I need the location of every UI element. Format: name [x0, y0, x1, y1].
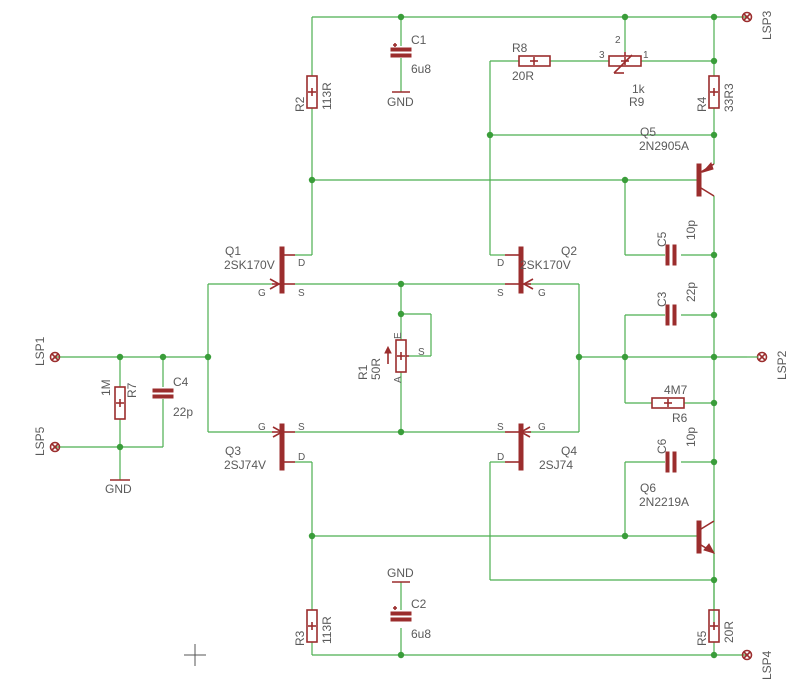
c4-value: 22p — [173, 405, 193, 419]
capacitor-c2[interactable]: C2 6u8 GND — [387, 566, 431, 641]
q1-value: 2SK170V — [224, 258, 275, 272]
c3-ref: C3 — [655, 291, 669, 307]
resistor-r5[interactable]: R5 20R — [695, 609, 736, 646]
r5-value: 20R — [722, 621, 736, 643]
r6-value: 4M7 — [664, 383, 688, 397]
r3-value: 113R — [320, 616, 334, 644]
port-lsp5-label: LSP5 — [33, 426, 47, 456]
q6-ref: Q6 — [640, 481, 656, 495]
r7-value: 1M — [99, 379, 113, 396]
q4-ref: Q4 — [561, 444, 577, 458]
bjt-q6[interactable]: Q6 2N2219A — [639, 481, 716, 554]
port-lsp4-label: LSP4 — [760, 650, 774, 680]
c4-ref: C4 — [173, 375, 189, 389]
r1-ref: R1 — [356, 364, 370, 380]
r1-pin-s: S — [418, 347, 425, 358]
c3-value: 22p — [684, 282, 698, 302]
r4-ref: R4 — [695, 96, 709, 112]
jfet-q2[interactable]: Q2 2SK170V D S G — [497, 244, 577, 299]
q1-pin-s: S — [298, 288, 305, 299]
c6-ref: C6 — [655, 438, 669, 454]
q3-ref: Q3 — [225, 444, 241, 458]
port-lsp3-label: LSP3 — [760, 10, 774, 40]
port-lsp2-label: LSP2 — [775, 350, 789, 380]
capacitor-c3[interactable]: C3 22p — [655, 282, 698, 326]
jfet-q3[interactable]: Q3 2SJ74V S D G — [224, 422, 305, 472]
q3-pin-s: S — [298, 422, 305, 433]
r7-ref: R7 — [125, 382, 139, 398]
c5-ref: C5 — [655, 231, 669, 247]
q3-value: 2SJ74V — [224, 458, 266, 472]
r8-value: 20R — [512, 69, 534, 83]
bjt-q5[interactable]: Q5 2N2905A — [639, 125, 715, 197]
capacitor-c1[interactable]: C1 6u8 GND — [387, 33, 431, 109]
jfet-q4[interactable]: Q4 2SJ74 S D G — [497, 422, 577, 472]
port-lsp1[interactable]: LSP1 — [33, 336, 61, 366]
c2-value: 6u8 — [411, 627, 431, 641]
q4-value: 2SJ74 — [539, 458, 573, 472]
q3-pin-d: D — [298, 452, 305, 463]
r8-ref: R8 — [512, 41, 528, 55]
crosshair-cursor-icon — [184, 644, 206, 666]
q1-pin-g: G — [258, 288, 266, 299]
q4-pin-g: G — [538, 422, 546, 433]
r9-pin-2: 2 — [615, 35, 621, 46]
resistor-r7[interactable]: 1M R7 — [99, 379, 139, 420]
r9-pin-3: 3 — [599, 50, 605, 61]
c5-value: 10p — [684, 220, 698, 240]
port-lsp3[interactable]: LSP3 — [741, 10, 775, 40]
r6-ref: R6 — [672, 411, 688, 425]
q1-ref: Q1 — [225, 244, 241, 258]
resistor-r6[interactable]: 4M7 R6 — [651, 383, 688, 425]
r1-pin-e: E — [393, 332, 404, 339]
c1-value: 6u8 — [411, 62, 431, 76]
resistor-r2[interactable]: R2 113R — [293, 75, 334, 112]
q3-pin-g: G — [258, 422, 266, 433]
q2-pin-s: S — [497, 288, 504, 299]
r9-ref: R9 — [629, 95, 645, 109]
r9-pin-1: 1 — [643, 50, 649, 61]
port-lsp2[interactable]: LSP2 — [756, 350, 790, 380]
q5-value: 2N2905A — [639, 139, 689, 153]
c1-gnd: GND — [387, 95, 414, 109]
r2-value: 113R — [320, 82, 334, 110]
c2-ref: C2 — [411, 597, 427, 611]
r1-pin-a: A — [393, 376, 404, 383]
q4-pin-s: S — [497, 422, 504, 433]
gnd-symbol-input: GND — [105, 479, 132, 496]
q4-pin-d: D — [497, 452, 504, 463]
port-lsp5[interactable]: LSP5 — [33, 426, 61, 456]
q1-pin-d: D — [298, 258, 305, 269]
q2-ref: Q2 — [561, 244, 577, 258]
port-lsp1-label: LSP1 — [33, 336, 47, 366]
capacitor-c6[interactable]: C6 10p — [655, 427, 698, 473]
potentiometer-r1[interactable]: E A S R1 50R — [356, 332, 425, 383]
input-gnd-label: GND — [105, 482, 132, 496]
c2-gnd: GND — [387, 566, 414, 580]
r1-value: 50R — [369, 358, 383, 380]
r5-ref: R5 — [695, 630, 709, 646]
resistor-r8[interactable]: R8 20R — [512, 41, 551, 83]
c6-value: 10p — [684, 427, 698, 447]
trimmer-r9[interactable]: 3 2 1 1k R9 — [599, 35, 649, 109]
capacitor-c5[interactable]: C5 10p — [655, 220, 698, 266]
jfet-q1[interactable]: Q1 2SK170V D S G — [224, 244, 305, 299]
c1-ref: C1 — [411, 33, 427, 47]
q2-pin-d: D — [497, 258, 504, 269]
q5-ref: Q5 — [640, 125, 656, 139]
q6-value: 2N2219A — [639, 495, 689, 509]
r3-ref: R3 — [293, 630, 307, 646]
r2-ref: R2 — [293, 96, 307, 112]
q2-pin-g: G — [538, 288, 546, 299]
r4-value: 33R3 — [722, 83, 736, 112]
resistor-r4[interactable]: R4 33R3 — [695, 75, 736, 112]
junctions — [116, 13, 718, 659]
q2-value: 2SK170V — [520, 258, 571, 272]
capacitor-c4[interactable]: C4 22p — [152, 375, 193, 419]
r9-value: 1k — [632, 82, 646, 96]
resistor-r3[interactable]: R3 113R — [293, 609, 334, 646]
port-lsp4[interactable]: LSP4 — [741, 649, 775, 680]
